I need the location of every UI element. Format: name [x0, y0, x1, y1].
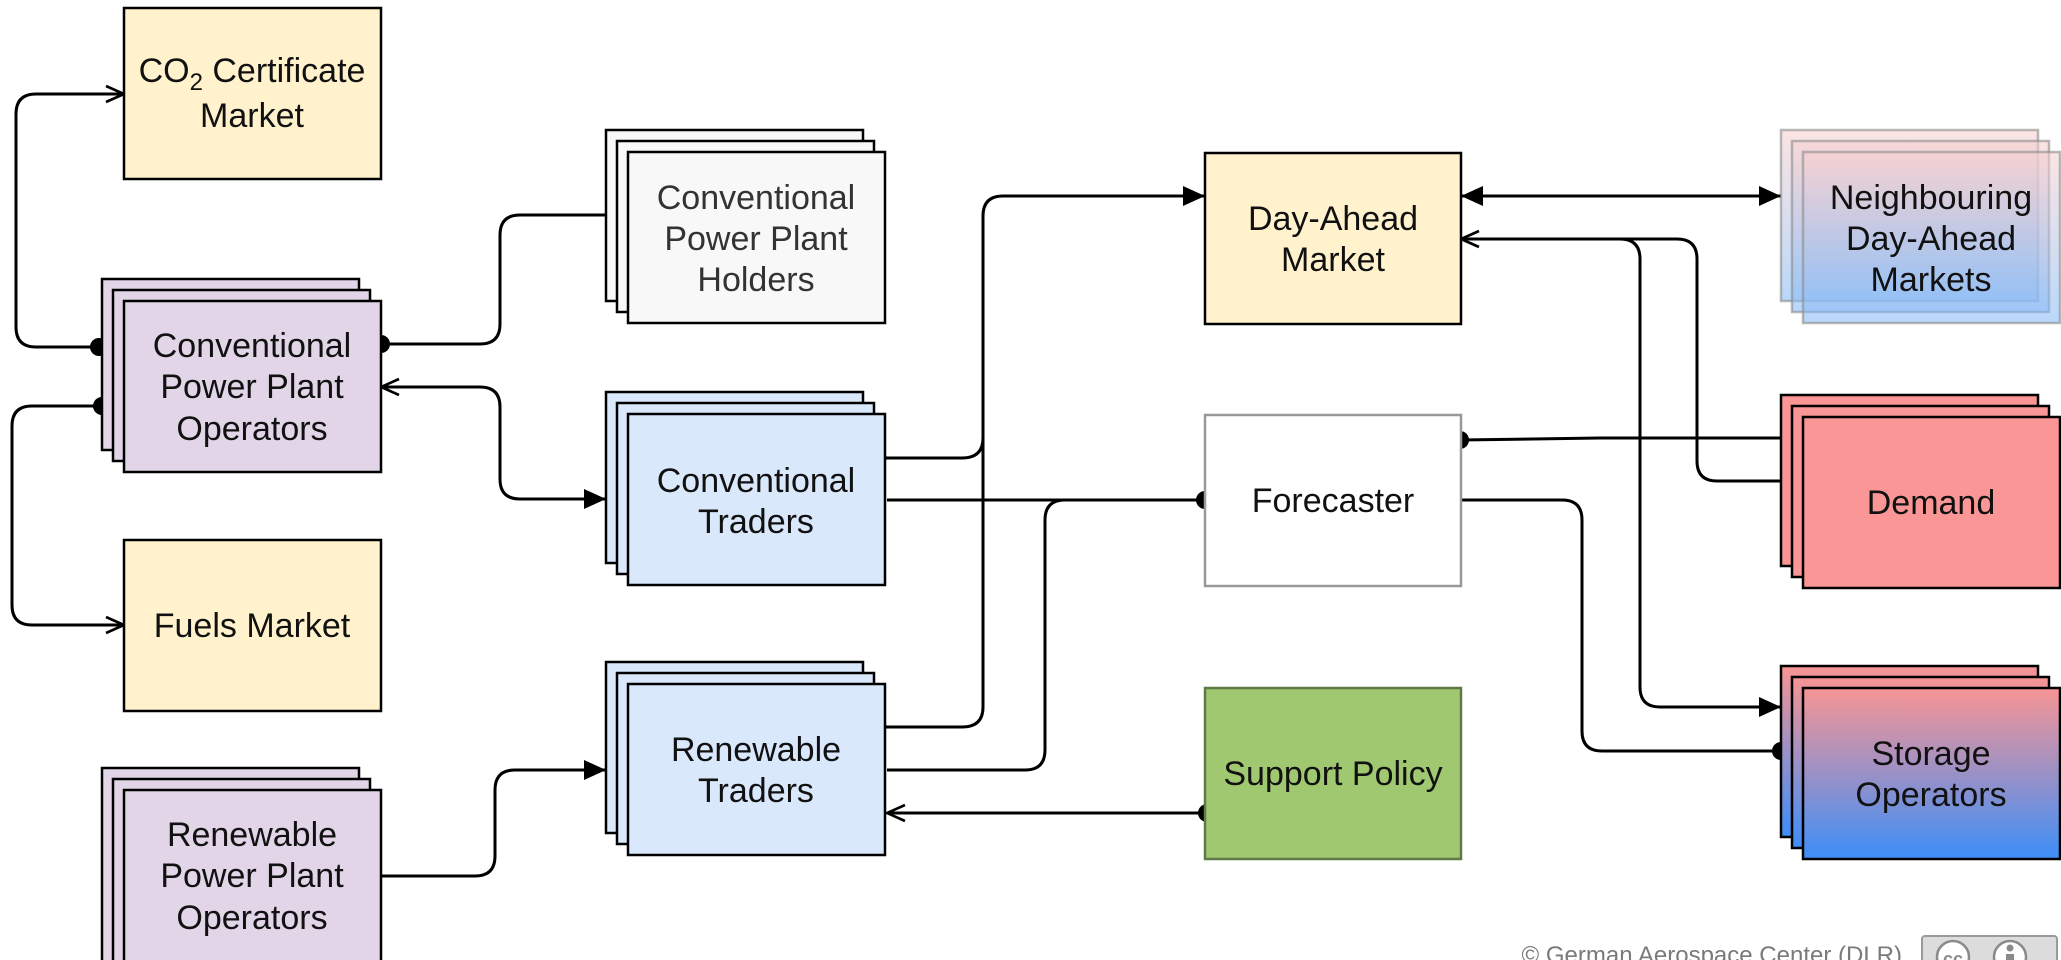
storage-label-line2: Operators	[1855, 776, 2006, 814]
demand-label: Demand	[1867, 484, 1996, 522]
conventional-power-plant-operators-node[interactable]: Conventional Power Plant Operators	[100, 277, 383, 474]
support-policy-node[interactable]: Support Policy	[1203, 686, 1463, 861]
fuels-market-node[interactable]: Fuels Market	[122, 538, 383, 713]
edge-operators-holders	[372, 213, 606, 353]
edge-renewable-traders-dayahead	[887, 216, 985, 727]
renewable-traders-label-line1: Renewable	[671, 731, 841, 769]
edge-demand-dayahead	[1461, 239, 1781, 483]
storage-label-line1: Storage	[1871, 735, 1990, 773]
holders-label-line2: Power Plant	[664, 220, 848, 258]
demand-node[interactable]: Demand	[1779, 393, 2061, 590]
day-ahead-market-node[interactable]: Day-Ahead Market	[1203, 151, 1463, 326]
conventional-power-plant-holders-node[interactable]: Conventional Power Plant Holders	[604, 128, 887, 325]
conventional-operators-label-line3: Operators	[176, 410, 327, 448]
renewable-operators-label-line2: Power Plant	[160, 857, 344, 895]
renewable-traders-label-line2: Traders	[698, 772, 814, 810]
co2-market-label-line2: Market	[200, 97, 304, 135]
day-ahead-label-line2: Market	[1281, 241, 1385, 279]
day-ahead-label-line1: Day-Ahead	[1248, 200, 1418, 238]
footer: © German Aerospace Center (DLR) cc	[1522, 935, 2058, 960]
forecaster-label: Forecaster	[1252, 482, 1415, 520]
edge-operators-fuels	[10, 406, 124, 625]
fuels-market-label: Fuels Market	[154, 607, 351, 645]
edge-dayahead-storage	[1619, 237, 1781, 717]
storage-operators-node[interactable]: Storage Operators	[1779, 664, 2061, 861]
conventional-operators-label-line2: Power Plant	[160, 368, 344, 406]
edge-renewable-operators-traders	[381, 770, 606, 876]
forecaster-node[interactable]: Forecaster	[1203, 413, 1463, 588]
conventional-traders-node[interactable]: Conventional Traders	[604, 390, 887, 587]
renewable-operators-label-line1: Renewable	[167, 816, 337, 854]
copyright-text: © German Aerospace Center (DLR)	[1522, 942, 1903, 960]
support-policy-label: Support Policy	[1223, 755, 1442, 793]
holders-label-line3: Holders	[697, 261, 814, 299]
neighbouring-label-line2: Day-Ahead	[1846, 220, 2016, 258]
co2-certificate-market-node[interactable]: CO2 Certificate Market	[122, 6, 383, 181]
renewable-traders-node[interactable]: Renewable Traders	[604, 660, 887, 857]
conventional-traders-label-line2: Traders	[698, 503, 814, 541]
neighbouring-label-line1: Neighbouring	[1830, 179, 2032, 217]
edge-conventional-traders-operators	[381, 387, 606, 499]
edge-forecaster-demand	[1451, 431, 1781, 449]
neighbouring-day-ahead-markets-node[interactable]: Neighbouring Day-Ahead Markets	[1779, 128, 2061, 325]
cc-by-icon: cc	[1921, 935, 2058, 960]
edge-forecaster-storage	[1461, 498, 1790, 760]
connectors	[10, 94, 1790, 876]
neighbouring-label-line3: Markets	[1871, 261, 1992, 299]
edge-conventional-traders-dayahead	[887, 196, 1205, 458]
conventional-traders-label-line1: Conventional	[657, 462, 855, 500]
edge-operators-co2	[14, 94, 124, 347]
co2-market-label-line1: CO2 Certificate	[139, 52, 366, 96]
edge-forecaster-renewable-traders	[887, 498, 1205, 772]
renewable-operators-label-line3: Operators	[176, 899, 327, 937]
holders-label-line1: Conventional	[657, 179, 855, 217]
renewable-power-plant-operators-node[interactable]: Renewable Power Plant Operators	[100, 766, 383, 960]
conventional-operators-label-line1: Conventional	[153, 327, 351, 365]
svg-text:cc: cc	[1943, 949, 1963, 960]
